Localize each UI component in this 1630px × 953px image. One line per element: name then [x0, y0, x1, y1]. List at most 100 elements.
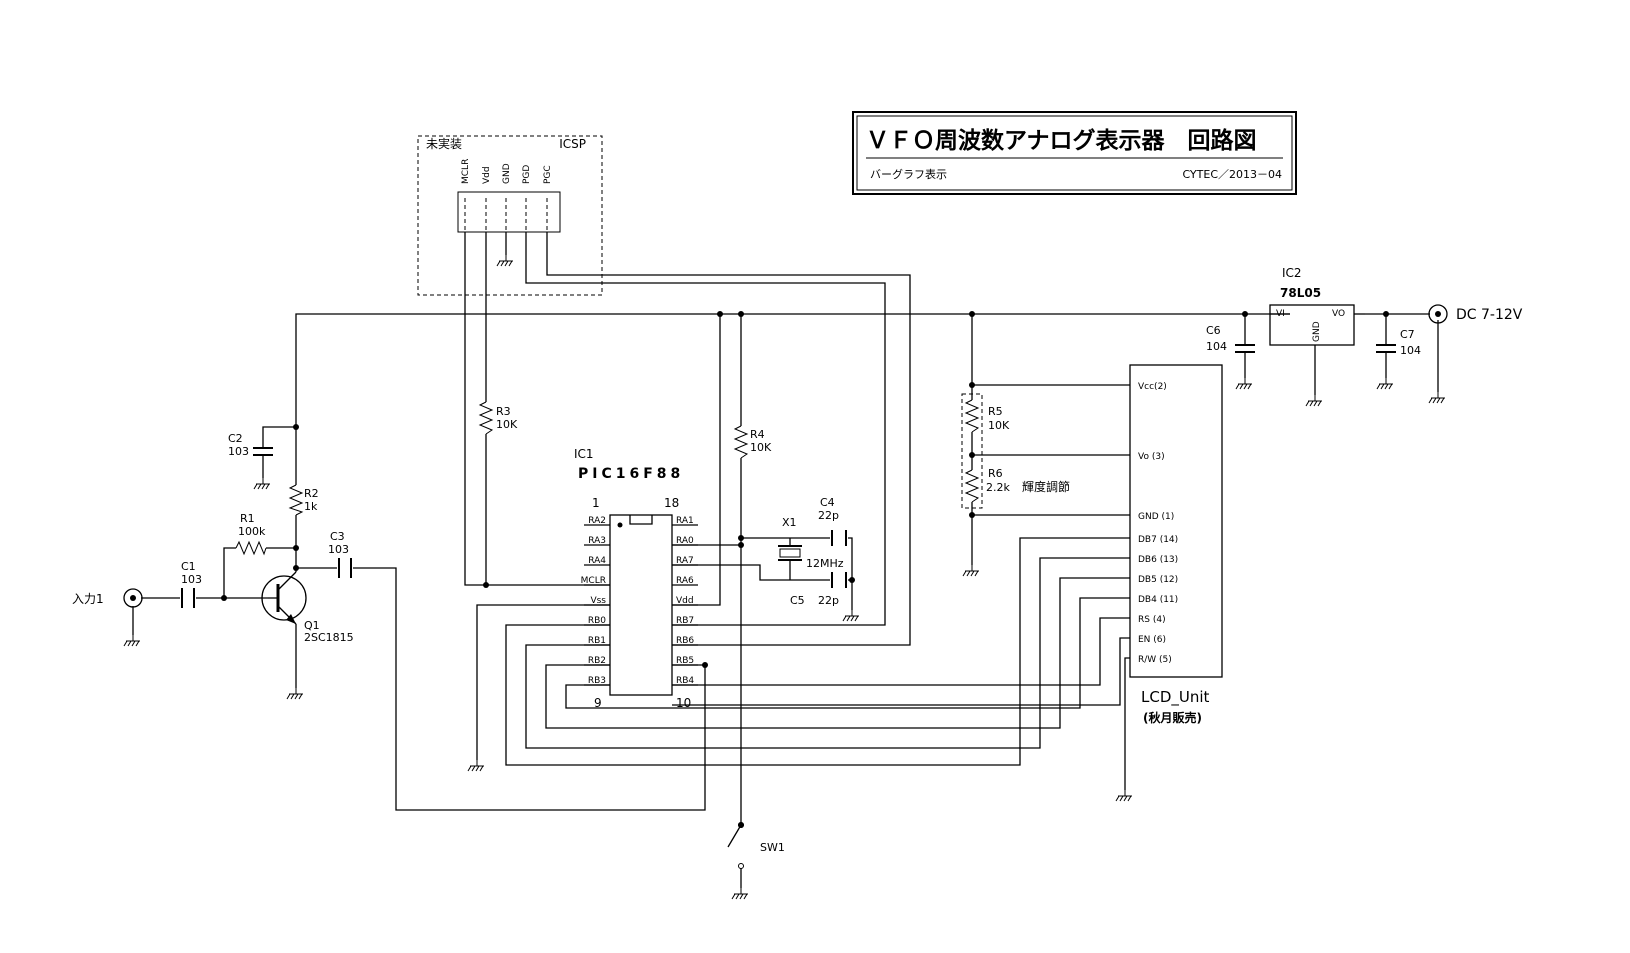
- crystal-x1: X1 12MHz: [778, 516, 844, 570]
- ic1-pin-label-rb3: RB3: [588, 676, 606, 686]
- icsp-pin-pgc: PGC: [543, 165, 553, 184]
- power-label: DC 7-12V: [1456, 307, 1523, 323]
- ic2-part: 78L05: [1280, 286, 1321, 300]
- switch-sw1: SW1: [727, 822, 785, 900]
- diagram-credit: CYTEC／2013－04: [1182, 168, 1282, 181]
- ic1-pin-label-vss: Vss: [590, 596, 606, 606]
- ic1-pin-label-vdd: Vdd: [676, 596, 694, 606]
- diagram-subtitle: バーグラフ表示: [870, 167, 947, 181]
- c4-val: 22p: [818, 509, 839, 522]
- transistor-q1: Q1 2SC1815: [261, 552, 354, 700]
- power-connector: DC 7-12V: [1428, 304, 1523, 324]
- c2-ref: C2: [228, 432, 243, 445]
- ic1-pin-label-ra3: RA3: [588, 536, 606, 546]
- ic1-pin-label-rb2: RB2: [588, 656, 606, 666]
- icsp-name: ICSP: [559, 137, 586, 151]
- wiring: [132, 232, 1439, 888]
- capacitor-c1: C1 103: [181, 560, 202, 608]
- ic1-pin-label-rb4: RB4: [676, 676, 694, 686]
- ic1-pin-label-ra2: RA2: [588, 516, 606, 526]
- ic1-pin-label-mclr: MCLR: [581, 576, 606, 586]
- ic1-pin-label-rb0: RB0: [588, 616, 606, 626]
- c3-val: 103: [328, 543, 349, 556]
- resistor-r5-r6: R5 10K R6 2.2k 輝度調節: [961, 385, 1070, 515]
- lcd-name: LCD_Unit: [1141, 688, 1210, 707]
- lcd-pin-label: DB7 (14): [1138, 535, 1178, 545]
- ic1-pin-label-ra1: RA1: [676, 516, 694, 526]
- r2-ref: R2: [304, 487, 319, 500]
- regulator-ic2: IC2 78L05 VI VO GND: [1269, 266, 1365, 346]
- lcd-pin-label: RS (4): [1138, 615, 1166, 625]
- ic1-pin-label-ra7: RA7: [676, 556, 694, 566]
- r6-note: 輝度調節: [1022, 479, 1070, 494]
- r2-val: 1k: [304, 500, 318, 513]
- x1-val: 12MHz: [806, 557, 844, 570]
- lcd-pin-label: DB6 (13): [1138, 555, 1178, 565]
- lcd-pin-label: Vo (3): [1138, 452, 1165, 462]
- icsp-pin-gnd: GND: [502, 163, 512, 184]
- r1-ref: R1: [240, 512, 255, 525]
- sw1-ref: SW1: [760, 841, 785, 854]
- diagram-title: ＶＦＯ周波数アナログ表示器 回路図: [866, 127, 1257, 154]
- ic1-pin-label-rb5: RB5: [676, 656, 694, 666]
- c7-val: 104: [1400, 344, 1421, 357]
- resistor-r1: R1 100k: [235, 512, 267, 556]
- c2-val: 103: [228, 445, 249, 458]
- r5-ref: R5: [988, 405, 1003, 418]
- ic1-pin10: 10: [676, 696, 691, 710]
- x1-ref: X1: [782, 516, 797, 529]
- ic1-part: PIC16F88: [578, 466, 684, 482]
- ic1-pin9: 9: [594, 696, 602, 710]
- resistor-r2: R2 1k: [288, 484, 319, 516]
- r5-val: 10K: [988, 419, 1010, 432]
- lcd-vendor: (秋月販売): [1143, 710, 1202, 725]
- resistor-r3: R3 10K: [478, 401, 518, 435]
- resistor-r4: R4 10K: [733, 425, 772, 459]
- r3-val: 10K: [496, 418, 518, 431]
- ic1-pic16f88: IC1 PIC16F88 1 18 9 10 RA2RA3RA4MCLRVssR…: [574, 447, 698, 710]
- capacitor-c6: C6 104: [1206, 324, 1255, 353]
- ic1-pin1: 1: [592, 496, 600, 510]
- c6-ref: C6: [1206, 324, 1221, 337]
- capacitor-c2: C2 103: [228, 432, 273, 490]
- c7-ref: C7: [1400, 328, 1415, 341]
- title-block: ＶＦＯ周波数アナログ表示器 回路図 バーグラフ表示 CYTEC／2013－04: [852, 111, 1297, 195]
- ic1-pin-label-rb1: RB1: [588, 636, 606, 646]
- c4-ref: C4: [820, 496, 835, 509]
- lcd-pin-label: R/W (5): [1138, 655, 1172, 665]
- r3-ref: R3: [496, 405, 511, 418]
- input-label: 入力1: [72, 592, 104, 606]
- capacitor-c5: C5 22p: [790, 572, 860, 622]
- lcd-pin-label: DB4 (11): [1138, 595, 1178, 605]
- icsp-note: 未実装: [426, 136, 462, 151]
- c1-ref: C1: [181, 560, 196, 573]
- r6-val: 2.2k: [986, 481, 1010, 494]
- ic2-gnd: GND: [1312, 321, 1322, 342]
- ic1-pin-label-rb6: RB6: [676, 636, 694, 646]
- ic1-pin-label-ra6: RA6: [676, 576, 694, 586]
- input-connector: 入力1: [72, 588, 143, 647]
- r4-ref: R4: [750, 428, 765, 441]
- ic1-pin-label-ra4: RA4: [588, 556, 606, 566]
- lcd-unit: Vcc(2) Vo (3) GND (1) DB7 (14) DB6 (13) DB5 (…: [1129, 364, 1223, 725]
- ic1-pin18: 18: [664, 496, 679, 510]
- q1-ref: Q1: [304, 619, 320, 632]
- q1-val: 2SC1815: [304, 631, 354, 644]
- lcd-pin-label: EN (6): [1138, 635, 1166, 645]
- ic1-pin-label-ra0: RA0: [676, 536, 694, 546]
- capacitor-c4: C4 22p: [818, 496, 847, 546]
- c1-val: 103: [181, 573, 202, 586]
- lcd-pin-label: GND (1): [1138, 512, 1174, 522]
- icsp-pin-pgd: PGD: [522, 165, 532, 184]
- ic2-vo: VO: [1332, 309, 1345, 319]
- lcd-pin-label: DB5 (12): [1138, 575, 1178, 585]
- icsp-pin-mclr: MCLR: [461, 159, 471, 184]
- r1-val: 100k: [238, 525, 266, 538]
- ic2-ref: IC2: [1282, 266, 1302, 280]
- ic1-pin-label-rb7: RB7: [676, 616, 694, 626]
- c6-val: 104: [1206, 340, 1227, 353]
- capacitor-c3: C3 103: [328, 530, 352, 578]
- r6-ref: R6: [988, 467, 1003, 480]
- lcd-pin-label: Vcc(2): [1138, 382, 1167, 392]
